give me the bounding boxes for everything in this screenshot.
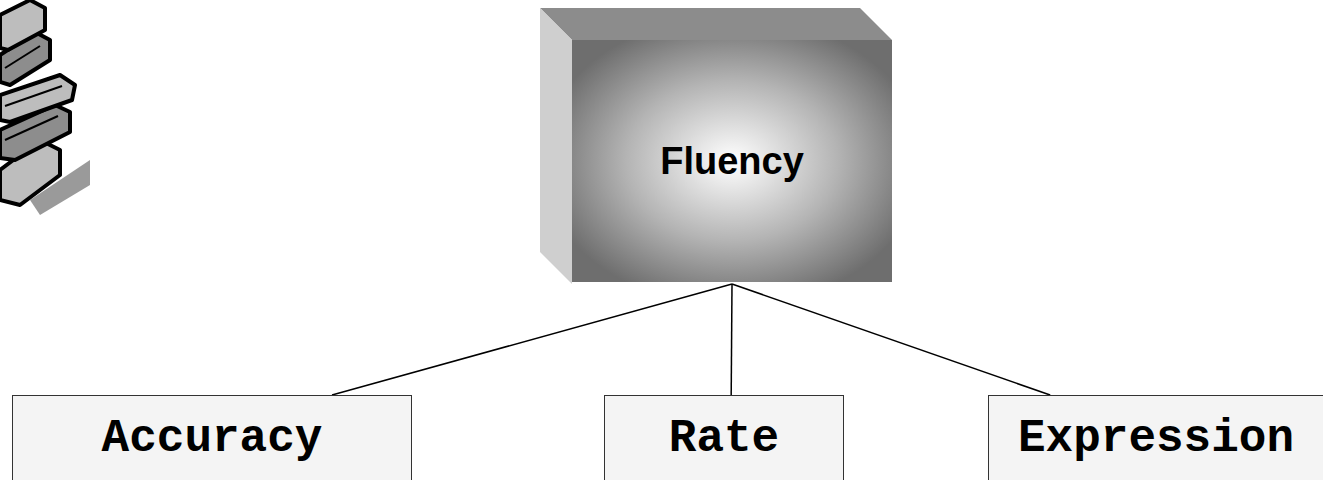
connector-line <box>332 284 732 395</box>
topic-label: Fluency <box>660 140 804 183</box>
component-box: Rate <box>604 395 844 480</box>
topic-cube: Fluency <box>540 8 892 284</box>
component-box: Accuracy <box>12 395 412 480</box>
component-label: Accuracy <box>102 416 323 462</box>
component-label: Expression <box>1018 416 1294 462</box>
connector-stroke <box>730 284 732 395</box>
connector-line <box>732 284 1050 395</box>
connector-stroke <box>732 284 1050 395</box>
component-label: Rate <box>669 416 779 462</box>
connector-line <box>731 284 733 395</box>
connector-stroke <box>332 284 732 395</box>
component-box: Expression <box>988 395 1323 480</box>
